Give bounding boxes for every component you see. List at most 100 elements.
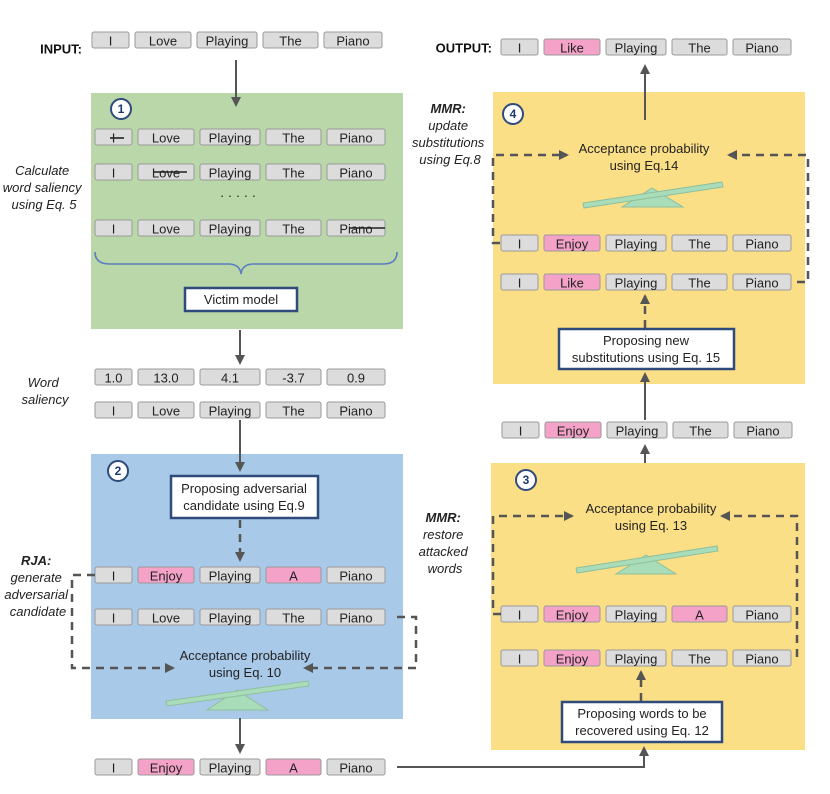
svg-text:Acceptance probability: Acceptance probability [579, 141, 710, 156]
token: Love [137, 608, 195, 626]
token: I [500, 605, 539, 623]
seesaw-icon [165, 680, 310, 711]
svg-text:Piano: Piano [339, 569, 372, 584]
mmr-restore-label: MMR: restore attacked words [419, 510, 472, 576]
svg-text:The: The [282, 222, 304, 237]
svg-text:Playing: Playing [615, 608, 658, 623]
svg-text:Piano: Piano [336, 34, 369, 49]
panel-number-1: 1 [110, 98, 132, 120]
svg-text:Playing: Playing [209, 404, 252, 419]
token: The [265, 608, 322, 626]
svg-text:Love: Love [152, 611, 180, 626]
token: 4.1 [199, 368, 261, 386]
svg-text:The: The [282, 404, 304, 419]
svg-text:Enjoy: Enjoy [556, 608, 589, 623]
svg-text:recovered using Eq. 12: recovered using Eq. 12 [575, 723, 709, 738]
mmr-update-label: MMR: update substitutions using Eq.8 [412, 101, 488, 167]
victim-model-box: Victim model [183, 286, 299, 313]
svg-text:Acceptance probability: Acceptance probability [180, 648, 311, 663]
dashed-arrow-p4-right-loop [727, 150, 810, 284]
word-saliency-label: Word saliency [22, 375, 70, 407]
token: Enjoy [137, 566, 195, 584]
seesaw-icon [582, 181, 724, 209]
panel-number-3: 3 [515, 469, 537, 491]
svg-text:Playing: Playing [209, 131, 252, 146]
svg-text:Enjoy: Enjoy [557, 424, 590, 439]
svg-text:Playing: Playing [615, 237, 658, 252]
token: Piano [326, 401, 386, 419]
token: I [94, 608, 133, 626]
token: Piano [326, 758, 386, 776]
token: Love [137, 219, 195, 237]
svg-text:I: I [112, 761, 116, 776]
token: The [671, 234, 728, 252]
token: Piano [326, 608, 386, 626]
svg-text:Piano: Piano [745, 41, 778, 56]
svg-text:I: I [112, 222, 116, 237]
svg-text:using Eq. 13: using Eq. 13 [615, 518, 687, 533]
token: A [265, 566, 322, 584]
token: I [94, 401, 133, 419]
token: Playing [606, 421, 668, 439]
token: Piano [732, 605, 792, 623]
token: The [671, 38, 728, 56]
svg-text:Playing: Playing [615, 652, 658, 667]
svg-text:I: I [112, 611, 116, 626]
svg-text:Love: Love [152, 222, 180, 237]
svg-text:The: The [689, 424, 711, 439]
svg-text:Piano: Piano [339, 166, 372, 181]
svg-text:Victim model: Victim model [204, 292, 278, 307]
svg-text:using Eq.14: using Eq.14 [610, 158, 679, 173]
token: Enjoy [544, 421, 602, 439]
dashed-arrow-p3-right-loop [720, 511, 799, 657]
token: Love [137, 401, 195, 419]
svg-text:Piano: Piano [339, 131, 372, 146]
token: Playing [605, 605, 667, 623]
svg-text:Piano: Piano [746, 424, 779, 439]
svg-text:Playing: Playing [616, 424, 659, 439]
propose-recover-box: Proposing words to be recovered using Eq… [560, 700, 724, 744]
svg-text:1.0: 1.0 [104, 371, 122, 386]
propose-adversarial-box: Proposing adversarial candidate using Eq… [169, 474, 320, 520]
svg-text:The: The [282, 166, 304, 181]
token: -3.7 [265, 368, 322, 386]
token: Enjoy [137, 758, 195, 776]
svg-text:Playing: Playing [209, 611, 252, 626]
seesaw-icon [575, 545, 719, 575]
token: Enjoy [543, 234, 601, 252]
panel-number-4: 4 [502, 103, 524, 125]
token: I [500, 273, 539, 291]
svg-text:I: I [518, 237, 522, 252]
svg-text:The: The [282, 131, 304, 146]
token: 13.0 [137, 368, 195, 386]
output-label: OUTPUT: [436, 41, 492, 56]
token: Piano [732, 234, 792, 252]
token: Playing [199, 608, 261, 626]
svg-text:I: I [518, 652, 522, 667]
token: Playing [199, 163, 261, 181]
token: I [500, 38, 539, 56]
svg-text:using Eq. 10: using Eq. 10 [209, 665, 281, 680]
dashed-arrow-original-loop [303, 615, 418, 673]
svg-text:The: The [279, 34, 301, 49]
token: Playing [196, 31, 258, 49]
token: The [265, 163, 322, 181]
svg-text:Enjoy: Enjoy [150, 569, 183, 584]
dashed-arrow-p4-left-loop [491, 150, 569, 245]
token: Playing [199, 758, 261, 776]
svg-text:The: The [282, 611, 304, 626]
token: Piano [326, 566, 386, 584]
svg-text:I: I [112, 166, 116, 181]
token: The [265, 219, 322, 237]
svg-text:A: A [289, 761, 298, 776]
svg-text:3: 3 [523, 473, 530, 487]
token: The [671, 273, 728, 291]
svg-text:I: I [518, 41, 522, 56]
